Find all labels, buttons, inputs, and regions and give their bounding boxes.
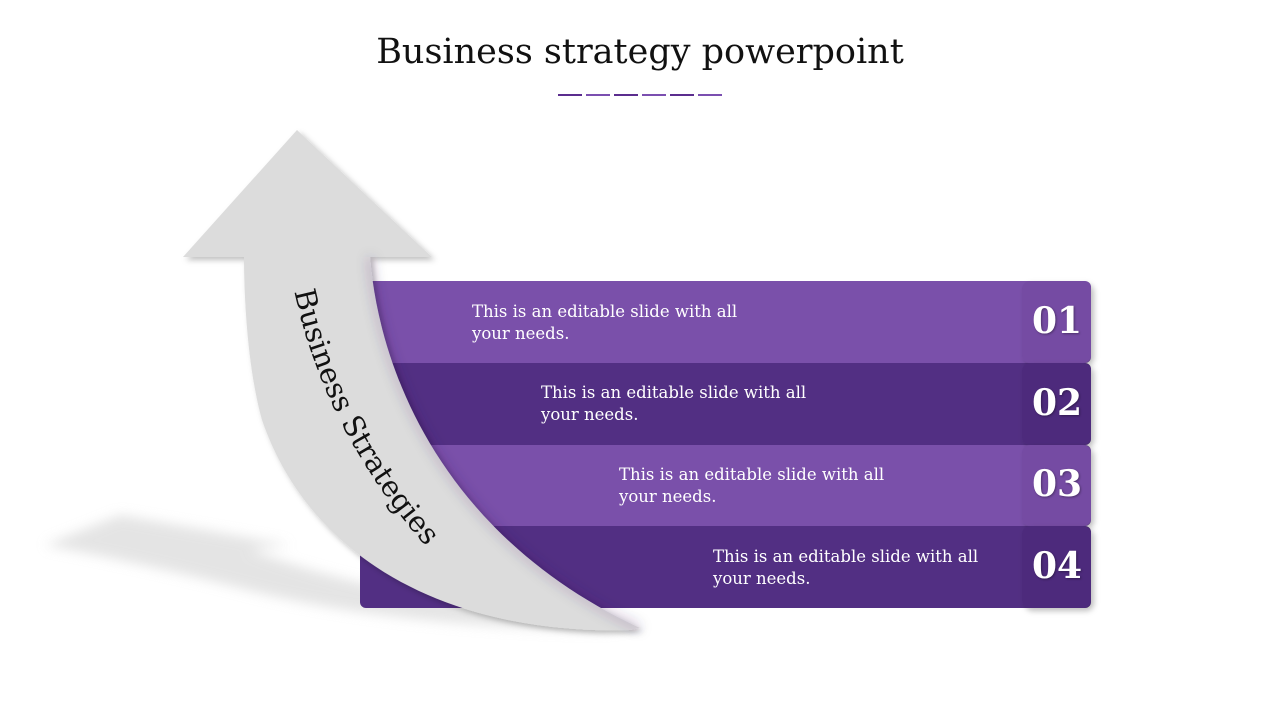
row-band-2	[360, 363, 1091, 445]
row-text-4: This is an editable slide with all your …	[713, 547, 979, 588]
row-band-3	[360, 445, 1091, 526]
row-number-1: 01	[1031, 300, 1083, 342]
title-underline	[558, 94, 722, 96]
curved-arrow	[183, 130, 640, 631]
arrow-floor-shadow	[45, 515, 640, 630]
row-number-2: 02	[1031, 382, 1083, 424]
underline-dash	[558, 94, 582, 96]
underline-dash	[614, 94, 638, 96]
underline-dash	[670, 94, 694, 96]
row-number-3: 03	[1031, 463, 1083, 505]
arrow-edge-shadow	[368, 256, 641, 630]
row-text-1: This is an editable slide with all your …	[472, 302, 738, 343]
row-number-4: 04	[1031, 545, 1083, 587]
number-tab-2	[1022, 363, 1091, 445]
number-tab-3	[1022, 445, 1091, 526]
underline-dash	[642, 94, 666, 96]
slide-title: Business strategy powerpoint	[376, 32, 904, 72]
underline-dash	[698, 94, 722, 96]
number-tab-1	[1022, 281, 1091, 363]
row-bands	[360, 281, 1091, 608]
number-tab-4	[1022, 526, 1091, 608]
row-band-1	[360, 281, 1091, 363]
underline-dash	[586, 94, 610, 96]
row-text-3: This is an editable slide with all your …	[619, 465, 885, 506]
row-text-2: This is an editable slide with all your …	[541, 383, 807, 424]
